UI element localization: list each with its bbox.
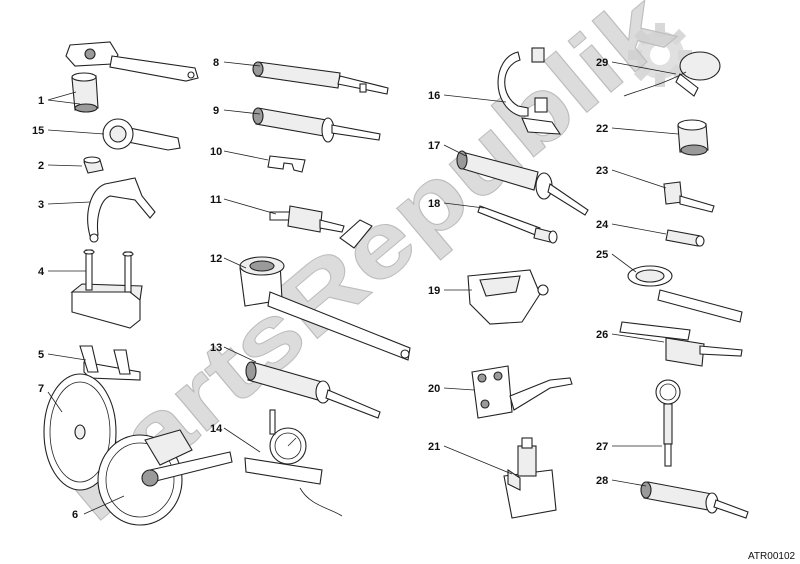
tool-1-pin-wrench (65, 41, 199, 113)
callout-11: 11 (210, 194, 222, 206)
callout-5: 5 (38, 349, 44, 361)
tool-6-timing-tool (97, 429, 233, 526)
tool-28-driver (640, 481, 749, 519)
callout-3: 3 (38, 199, 44, 211)
tool-26-shaft-fixture (619, 321, 743, 367)
callout-19: 19 (428, 285, 440, 297)
tool-29-hose-tool (623, 51, 721, 97)
tool-20-bolt-bracket (471, 365, 573, 419)
tool-15-ring-wrench (102, 118, 181, 151)
tool-13-drift (245, 361, 381, 419)
callout-24: 24 (596, 219, 609, 231)
callout-4: 4 (38, 266, 45, 278)
callout-17: 17 (428, 140, 440, 152)
tool-19-gauge-block (467, 269, 549, 325)
callout-labels: 1 2 3 4 5 6 7 8 9 10 11 12 13 14 15 16 1… (32, 57, 609, 521)
tool-4-fixture (70, 249, 143, 329)
watermark-gear-icon (628, 23, 692, 87)
callout-28: 28 (596, 475, 608, 487)
callout-16: 16 (428, 90, 440, 102)
tool-14-dial-stand (244, 409, 343, 517)
tool-16-c-frame (497, 47, 562, 135)
tool-22-ring (677, 119, 709, 156)
callout-22: 22 (596, 123, 608, 135)
tool-10-shim (267, 155, 306, 173)
callout-29: 29 (596, 57, 608, 69)
callout-27: 27 (596, 441, 608, 453)
tool-21-fork-puller (503, 437, 557, 519)
tool-12-lever-puller (239, 256, 411, 361)
callout-12: 12 (210, 253, 222, 265)
callout-8: 8 (213, 57, 219, 69)
callout-9: 9 (213, 105, 219, 117)
tool-8-long-pin (252, 61, 389, 95)
leader-lines (47, 61, 679, 515)
tool-3-hook-bar (87, 177, 156, 243)
callout-25: 25 (596, 249, 608, 261)
tool-9-stepped-pin (252, 107, 381, 143)
callout-21: 21 (428, 441, 440, 453)
callout-26: 26 (596, 329, 608, 341)
callout-6: 6 (72, 509, 78, 521)
tool-17-tube (456, 150, 589, 216)
callout-18: 18 (428, 198, 440, 210)
callout-20: 20 (428, 383, 440, 395)
callout-23: 23 (596, 165, 608, 177)
callout-2: 2 (38, 160, 44, 172)
tool-18-thin-drift (477, 205, 558, 244)
tool-2-nut (83, 156, 104, 174)
tool-23-clamp (663, 181, 715, 213)
tool-25-ring-spanner (627, 265, 743, 323)
callout-10: 10 (210, 146, 222, 158)
callout-14: 14 (210, 423, 223, 435)
callout-1: 1 (38, 95, 44, 107)
callout-7: 7 (38, 383, 44, 395)
callout-15: 15 (32, 125, 44, 137)
callout-13: 13 (210, 342, 222, 354)
tool-27-dial-indicator (655, 379, 681, 467)
drawing-code: ATR00102 (748, 551, 796, 562)
tool-5-bracket (79, 345, 141, 381)
tool-7-degree-disc (43, 373, 117, 491)
tool-24-plug (665, 229, 705, 247)
tool-11-puller (269, 205, 373, 249)
